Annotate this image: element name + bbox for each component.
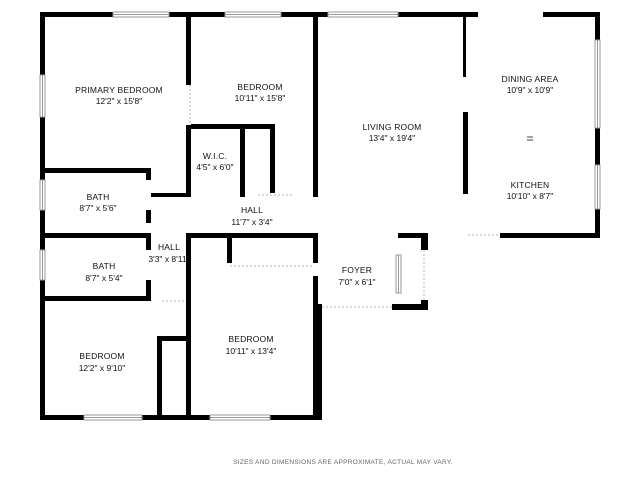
room-name-primary-bedroom: PRIMARY BEDROOM — [75, 85, 163, 95]
room-name-wic: W.I.C. — [203, 151, 227, 161]
wall-top-right — [543, 12, 600, 17]
window-bottom-bedroom — [83, 414, 143, 421]
room-name-bedroom-middle: BEDROOM — [228, 334, 273, 344]
wall-foyer-bottom-left — [317, 304, 322, 420]
window-top-primary — [112, 11, 170, 18]
room-dims-hall-small: 3'3" x 8'11" — [148, 254, 189, 264]
room-labels: PRIMARY BEDROOM 12'2" x 15'8" BEDROOM 10… — [75, 74, 558, 373]
wall-hall-top-left — [151, 193, 186, 197]
wall-bedroom-bottom-closet — [157, 336, 162, 420]
window-bottom-bedroom-middle — [209, 414, 271, 421]
window-right-kitchen — [594, 164, 601, 210]
room-name-hall-main: HALL — [241, 205, 263, 215]
wall-hall-bottom-left — [186, 233, 318, 238]
opening-bedroom-middle — [191, 258, 227, 263]
openings — [146, 85, 500, 310]
window-foyer-right — [395, 254, 402, 294]
room-name-dining-area: DINING AREA — [502, 74, 559, 84]
opening-foyer-door — [322, 304, 392, 310]
room-name-bedroom-bottom: BEDROOM — [79, 351, 124, 361]
window-top-bedroom — [224, 11, 282, 18]
room-dims-bedroom-top: 10'11" x 15'8" — [235, 93, 286, 103]
wall-foyer-bottom — [392, 304, 428, 310]
room-name-kitchen: KITCHEN — [511, 180, 550, 190]
window-left-bath1 — [39, 179, 46, 211]
room-dims-bath-2: 8'7" x 5'4" — [85, 273, 122, 283]
opening-bath2 — [146, 250, 151, 280]
room-dims-dining-area: 10'9" x 10'9" — [507, 85, 554, 95]
room-name-living-room: LIVING ROOM — [363, 122, 422, 132]
opening-living — [313, 197, 318, 233]
wall-wic-top — [186, 124, 275, 129]
window-top-living — [327, 11, 399, 18]
wall-bath1-bottom — [40, 233, 151, 238]
wall-bedroom-middle-right — [313, 233, 318, 263]
room-dims-bath-1: 8'7" x 5'6" — [79, 203, 116, 213]
opening-bath1 — [146, 180, 151, 210]
window-left-bath2 — [39, 249, 46, 281]
room-dims-foyer: 7'0" x 6'1" — [338, 277, 375, 287]
wall-foyer-right-step — [398, 233, 428, 238]
wall-bedroom-middle-right-low — [313, 276, 318, 420]
wall-kitchen-bottom — [500, 233, 600, 238]
room-name-bedroom-top: BEDROOM — [237, 82, 282, 92]
wall-primary-bottom — [40, 168, 151, 173]
room-dims-living-room: 13'4" x 19'4" — [369, 133, 416, 143]
wall-bath2-bottom — [40, 296, 151, 301]
wall-hall-step-vert — [227, 233, 232, 263]
wall-closet-top — [157, 336, 191, 341]
disclaimer-text: SIZES AND DIMENSIONS ARE APPROXIMATE, AC… — [233, 459, 453, 466]
wall-bedroom-middle-left — [186, 296, 191, 420]
wall-living-divider-top — [463, 17, 466, 77]
door-lines — [162, 85, 500, 308]
window-right-dining — [594, 39, 601, 129]
room-name-bath-1: BATH — [87, 192, 110, 202]
window-left-primary — [39, 74, 46, 118]
wall-living-divider-low — [463, 112, 468, 194]
room-dims-wic: 4'5" x 6'0" — [196, 162, 233, 172]
wall-bedroom-right — [313, 12, 318, 197]
wall-hall-small-right — [186, 236, 191, 296]
room-name-bath-2: BATH — [93, 261, 116, 271]
wall-wic-right — [240, 125, 245, 197]
room-dims-kitchen: 10'10" x 8'7" — [507, 191, 554, 201]
windows — [39, 11, 601, 421]
room-dims-hall-main: 11'7" x 3'4" — [231, 217, 272, 227]
room-dims-bedroom-middle: 10'11" x 13'4" — [226, 346, 277, 356]
room-dims-primary-bedroom: 12'2" x 15'8" — [96, 96, 143, 106]
wall-closet-right — [270, 125, 275, 197]
room-name-hall-small: HALL — [158, 242, 180, 252]
wall-bottom — [40, 415, 322, 420]
room-name-foyer: FOYER — [342, 265, 372, 275]
opening-primary-bedroom — [186, 85, 191, 125]
room-dims-bedroom-bottom: 12'2" x 9'10" — [79, 363, 126, 373]
wall-left — [40, 12, 45, 420]
